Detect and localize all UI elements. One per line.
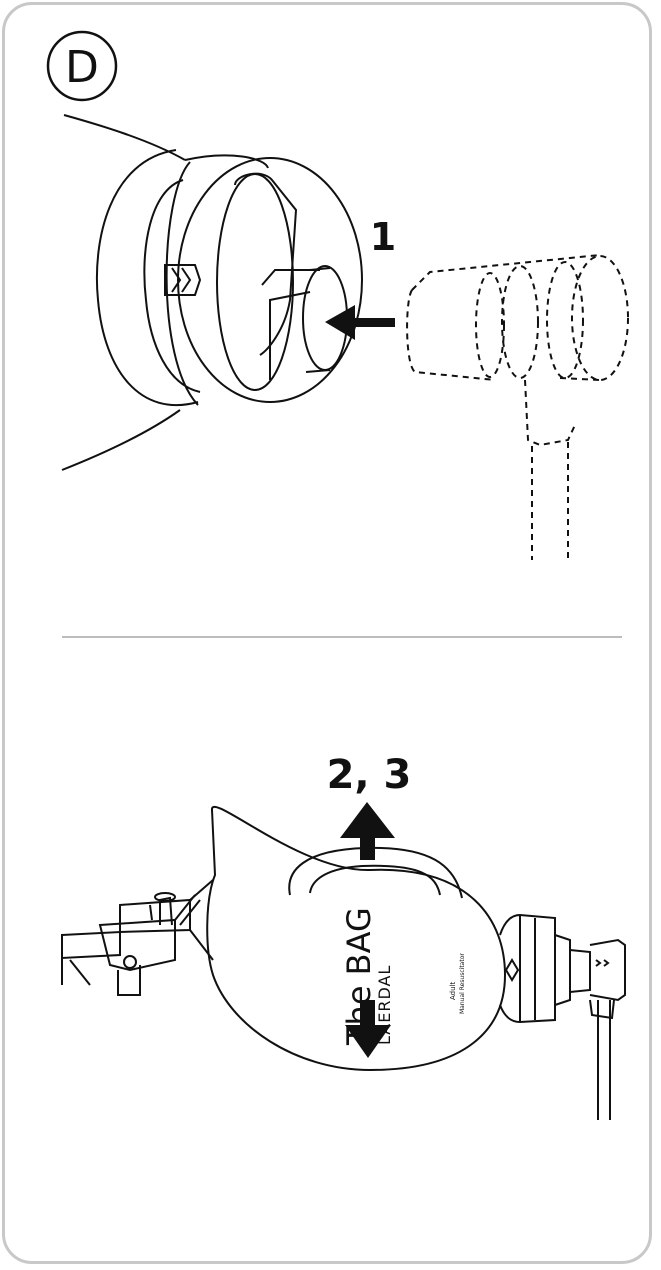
bag-brand: The BAG LAERDAL [340, 907, 394, 1046]
bag-brand-sub: LAERDAL [375, 965, 394, 1045]
panel-badge-letter: D [65, 42, 99, 93]
bag-illustration [61, 806, 626, 1120]
panel-frame [2, 2, 652, 1264]
step-1-label: 1 [370, 215, 396, 259]
insert-arrow-icon [325, 305, 395, 340]
up-arrow-icon [340, 802, 395, 860]
mask-connector-illustration [61, 114, 363, 471]
bag-model-line2: Manual Resuscitator [459, 953, 466, 1014]
bag-brand-main: The BAG [340, 907, 378, 1046]
dashed-valve-illustration [406, 254, 629, 560]
step-2-3-label: 2, 3 [327, 752, 412, 798]
down-arrow-icon [345, 1000, 391, 1058]
panel-badge: D [46, 30, 118, 102]
bag-model-line1: Adult [449, 982, 457, 1000]
bag-model: Adult Manual Resuscitator [449, 953, 466, 1014]
